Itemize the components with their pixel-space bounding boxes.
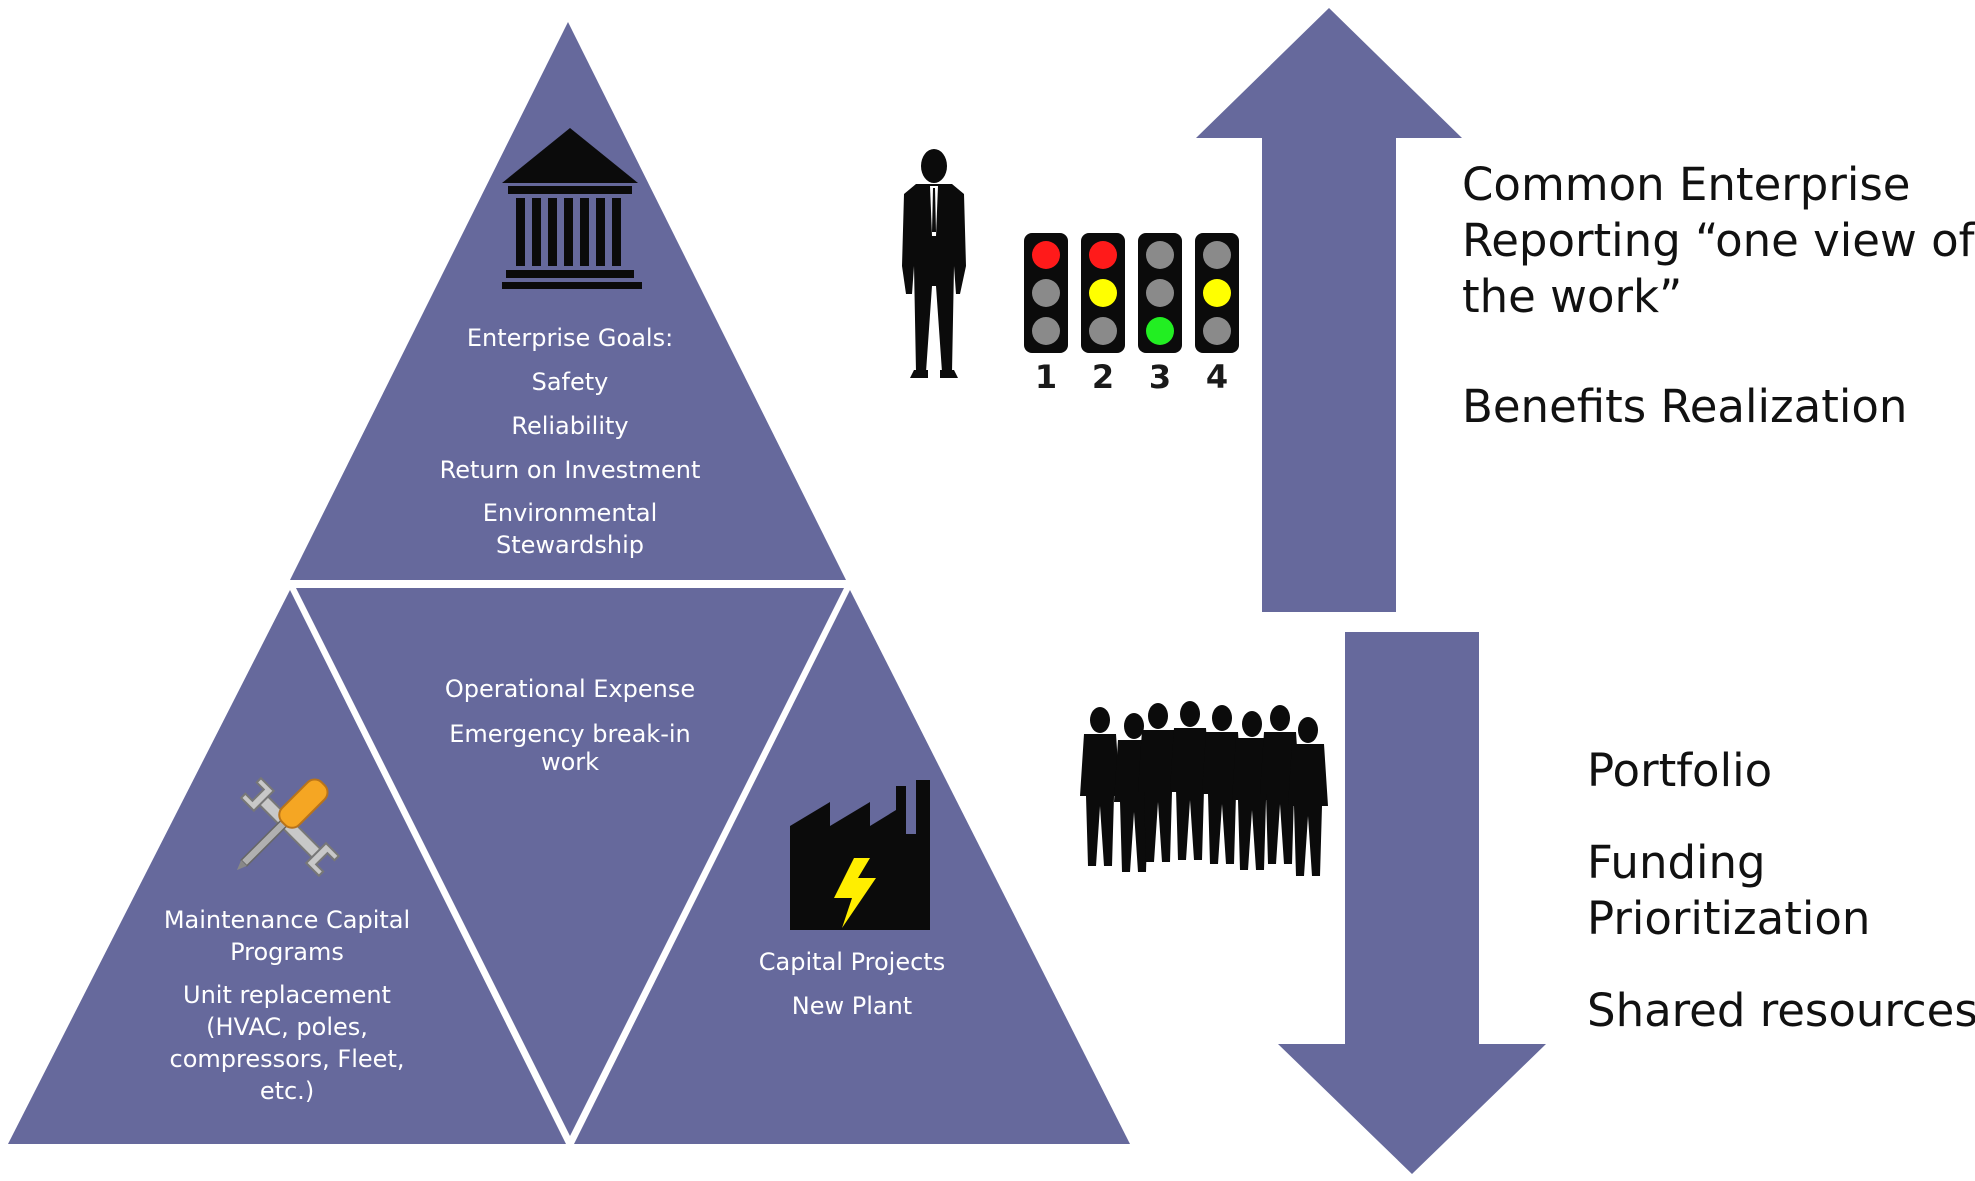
traffic-light-1 [1024, 233, 1068, 353]
traffic-light-2-bottom [1089, 317, 1117, 345]
new-plant-label: New Plant [792, 992, 912, 1020]
government-building-icon [502, 128, 642, 289]
capital-projects-label: Capital Projects [759, 948, 945, 976]
traffic-light-2 [1081, 233, 1125, 353]
funding-label: Funding [1587, 836, 1766, 889]
businessman-silhouette-icon [902, 149, 966, 378]
wrench-screwdriver-icon [236, 776, 341, 878]
opex-label: Operational Expense [445, 675, 695, 703]
enterprise-goals-heading: Enterprise Goals: [467, 324, 673, 352]
traffic-light-4 [1195, 233, 1239, 353]
goal-roi: Return on Investment [440, 456, 701, 484]
traffic-light-1-middle [1032, 279, 1060, 307]
top-text-line3: the work” [1462, 270, 1682, 323]
emergency-label-line2: work [541, 748, 599, 776]
down-arrow [1278, 632, 1546, 1174]
goal-stewardship: Stewardship [496, 531, 644, 559]
traffic-light-3-bottom [1146, 317, 1174, 345]
traffic-light-4-middle [1203, 279, 1231, 307]
top-text-line1: Common Enterprise [1462, 158, 1910, 211]
maintenance-title-line1: Maintenance Capital [164, 906, 410, 934]
emergency-label-line1: Emergency break-in [449, 720, 690, 748]
unit-replacement-line2: (HVAC, poles, [206, 1013, 368, 1041]
traffic-light-1-top [1032, 241, 1060, 269]
traffic-light-3 [1138, 233, 1182, 353]
up-arrow [1196, 8, 1462, 612]
prioritization-label: Prioritization [1587, 892, 1870, 945]
traffic-light-label-4: 4 [1206, 358, 1228, 396]
goal-environmental: Environmental [483, 499, 658, 527]
traffic-light-4-bottom [1203, 317, 1231, 345]
traffic-light-3-top [1146, 241, 1174, 269]
unit-replacement-line3: compressors, Fleet, [170, 1045, 405, 1073]
portfolio-label: Portfolio [1587, 744, 1772, 797]
benefits-realization: Benefits Realization [1462, 380, 1907, 433]
traffic-light-4-top [1203, 241, 1231, 269]
goal-safety: Safety [532, 368, 609, 396]
people-group-silhouette-icon [1080, 701, 1328, 876]
traffic-light-1-bottom [1032, 317, 1060, 345]
unit-replacement-line4: etc.) [260, 1077, 314, 1105]
traffic-light-2-top [1089, 241, 1117, 269]
traffic-light-label-1: 1 [1035, 358, 1057, 396]
goal-reliability: Reliability [511, 412, 628, 440]
pyramid-left-triangle [8, 590, 566, 1144]
shared-resources-label: Shared resources [1587, 984, 1975, 1037]
pyramid-top-triangle [290, 22, 846, 580]
traffic-light-3-middle [1146, 279, 1174, 307]
top-text-line2: Reporting “one view of [1462, 214, 1975, 267]
maintenance-title-line2: Programs [230, 938, 344, 966]
traffic-light-2-middle [1089, 279, 1117, 307]
traffic-light-label-2: 2 [1092, 358, 1114, 396]
factory-lightning-icon [790, 780, 930, 930]
traffic-lights: 1 2 3 4 [1024, 233, 1239, 396]
pyramid-center-triangle [296, 588, 844, 1136]
traffic-light-label-3: 3 [1149, 358, 1171, 396]
unit-replacement-line1: Unit replacement [183, 981, 391, 1009]
